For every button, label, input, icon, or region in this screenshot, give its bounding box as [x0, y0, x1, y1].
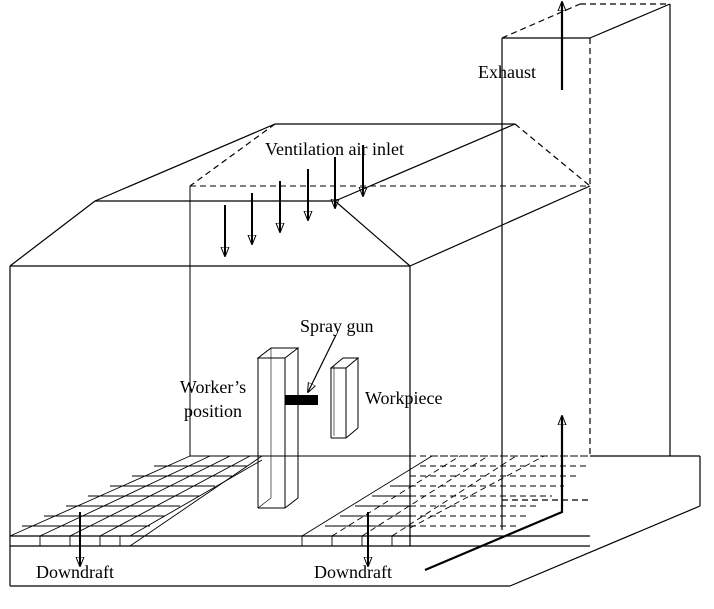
base-slab — [9, 455, 701, 587]
downdraft-label-left: Downdraft — [36, 562, 114, 582]
spray-gun — [285, 395, 318, 405]
workpiece-box — [329, 357, 360, 439]
spray-gun-pointer-arrow — [308, 334, 337, 392]
worker-position-column — [256, 347, 300, 509]
worker-position-label-line2: position — [183, 401, 242, 421]
exhaust-stack — [501, 3, 671, 530]
spray-gun-label: Spray gun — [300, 316, 374, 336]
booth-front-wall — [9, 185, 591, 546]
worker-position-label-line1: Worker’s — [179, 377, 247, 397]
ventilation-inlet-arrows — [225, 145, 363, 256]
exhaust-label: Exhaust — [478, 62, 536, 82]
exhaust-flow-arrow — [424, 416, 562, 572]
workpiece-label: Workpiece — [365, 388, 443, 408]
floor-grid-right — [301, 455, 590, 546]
downdraft-label-right: Downdraft — [314, 562, 392, 582]
floor-grid-left — [9, 455, 263, 547]
ventilation-inlet-label: Ventilation air inlet — [265, 139, 404, 159]
